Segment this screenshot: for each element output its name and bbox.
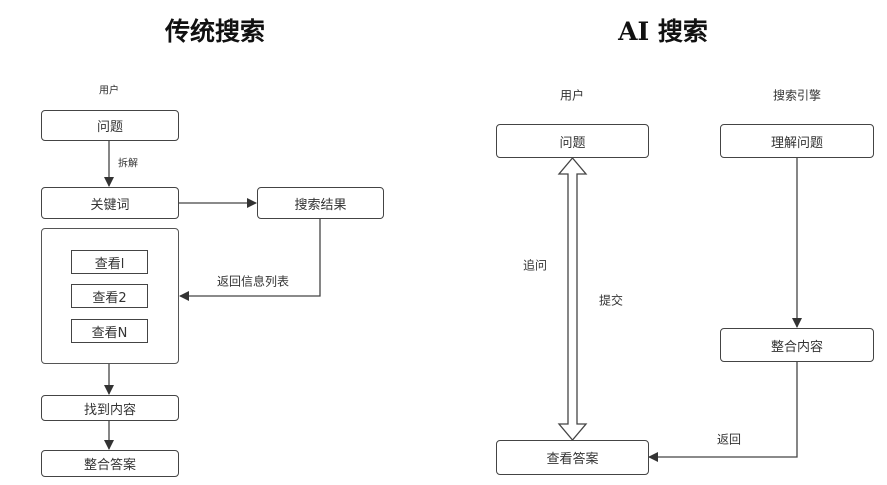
ai-search-title: AI 搜索 xyxy=(618,17,708,46)
left-node-view-1: 查看l xyxy=(71,250,148,274)
left-node-view-n: 查看N xyxy=(71,319,148,343)
left-node-find-content: 找到内容 xyxy=(41,395,179,421)
right-actor-engine-label: 搜索引擎 xyxy=(772,88,822,103)
edge-label-return: 返回 xyxy=(716,432,742,447)
edge-label-follow-up: 追问 xyxy=(522,258,548,273)
edge-label-decompose: 拆解 xyxy=(118,158,138,170)
left-node-integrate-answer: 整合答案 xyxy=(41,450,179,477)
right-node-integrate-content: 整合内容 xyxy=(720,328,874,362)
right-node-understand-question: 理解问题 xyxy=(720,124,874,158)
right-actor-user-label: 用户 xyxy=(559,88,585,103)
left-node-keywords: 关键词 xyxy=(41,187,179,219)
left-node-search-results: 搜索结果 xyxy=(257,187,384,219)
edge-label-return-list: 返回信息列表 xyxy=(216,274,290,289)
arrow-integrate-return-answer xyxy=(648,362,798,462)
left-node-question: 问题 xyxy=(41,110,179,141)
hollow-double-arrow xyxy=(557,156,588,442)
right-node-view-answer: 查看答案 xyxy=(496,440,649,475)
edge-label-submit: 提交 xyxy=(598,293,624,308)
view-results-container xyxy=(41,228,179,364)
arrow-results-return-list xyxy=(179,219,321,301)
right-node-question: 问题 xyxy=(496,124,649,158)
left-node-view-2: 查看2 xyxy=(71,284,148,308)
traditional-search-title: 传统搜索 xyxy=(164,17,266,46)
left-actor-user-label: 用户 xyxy=(99,85,119,97)
